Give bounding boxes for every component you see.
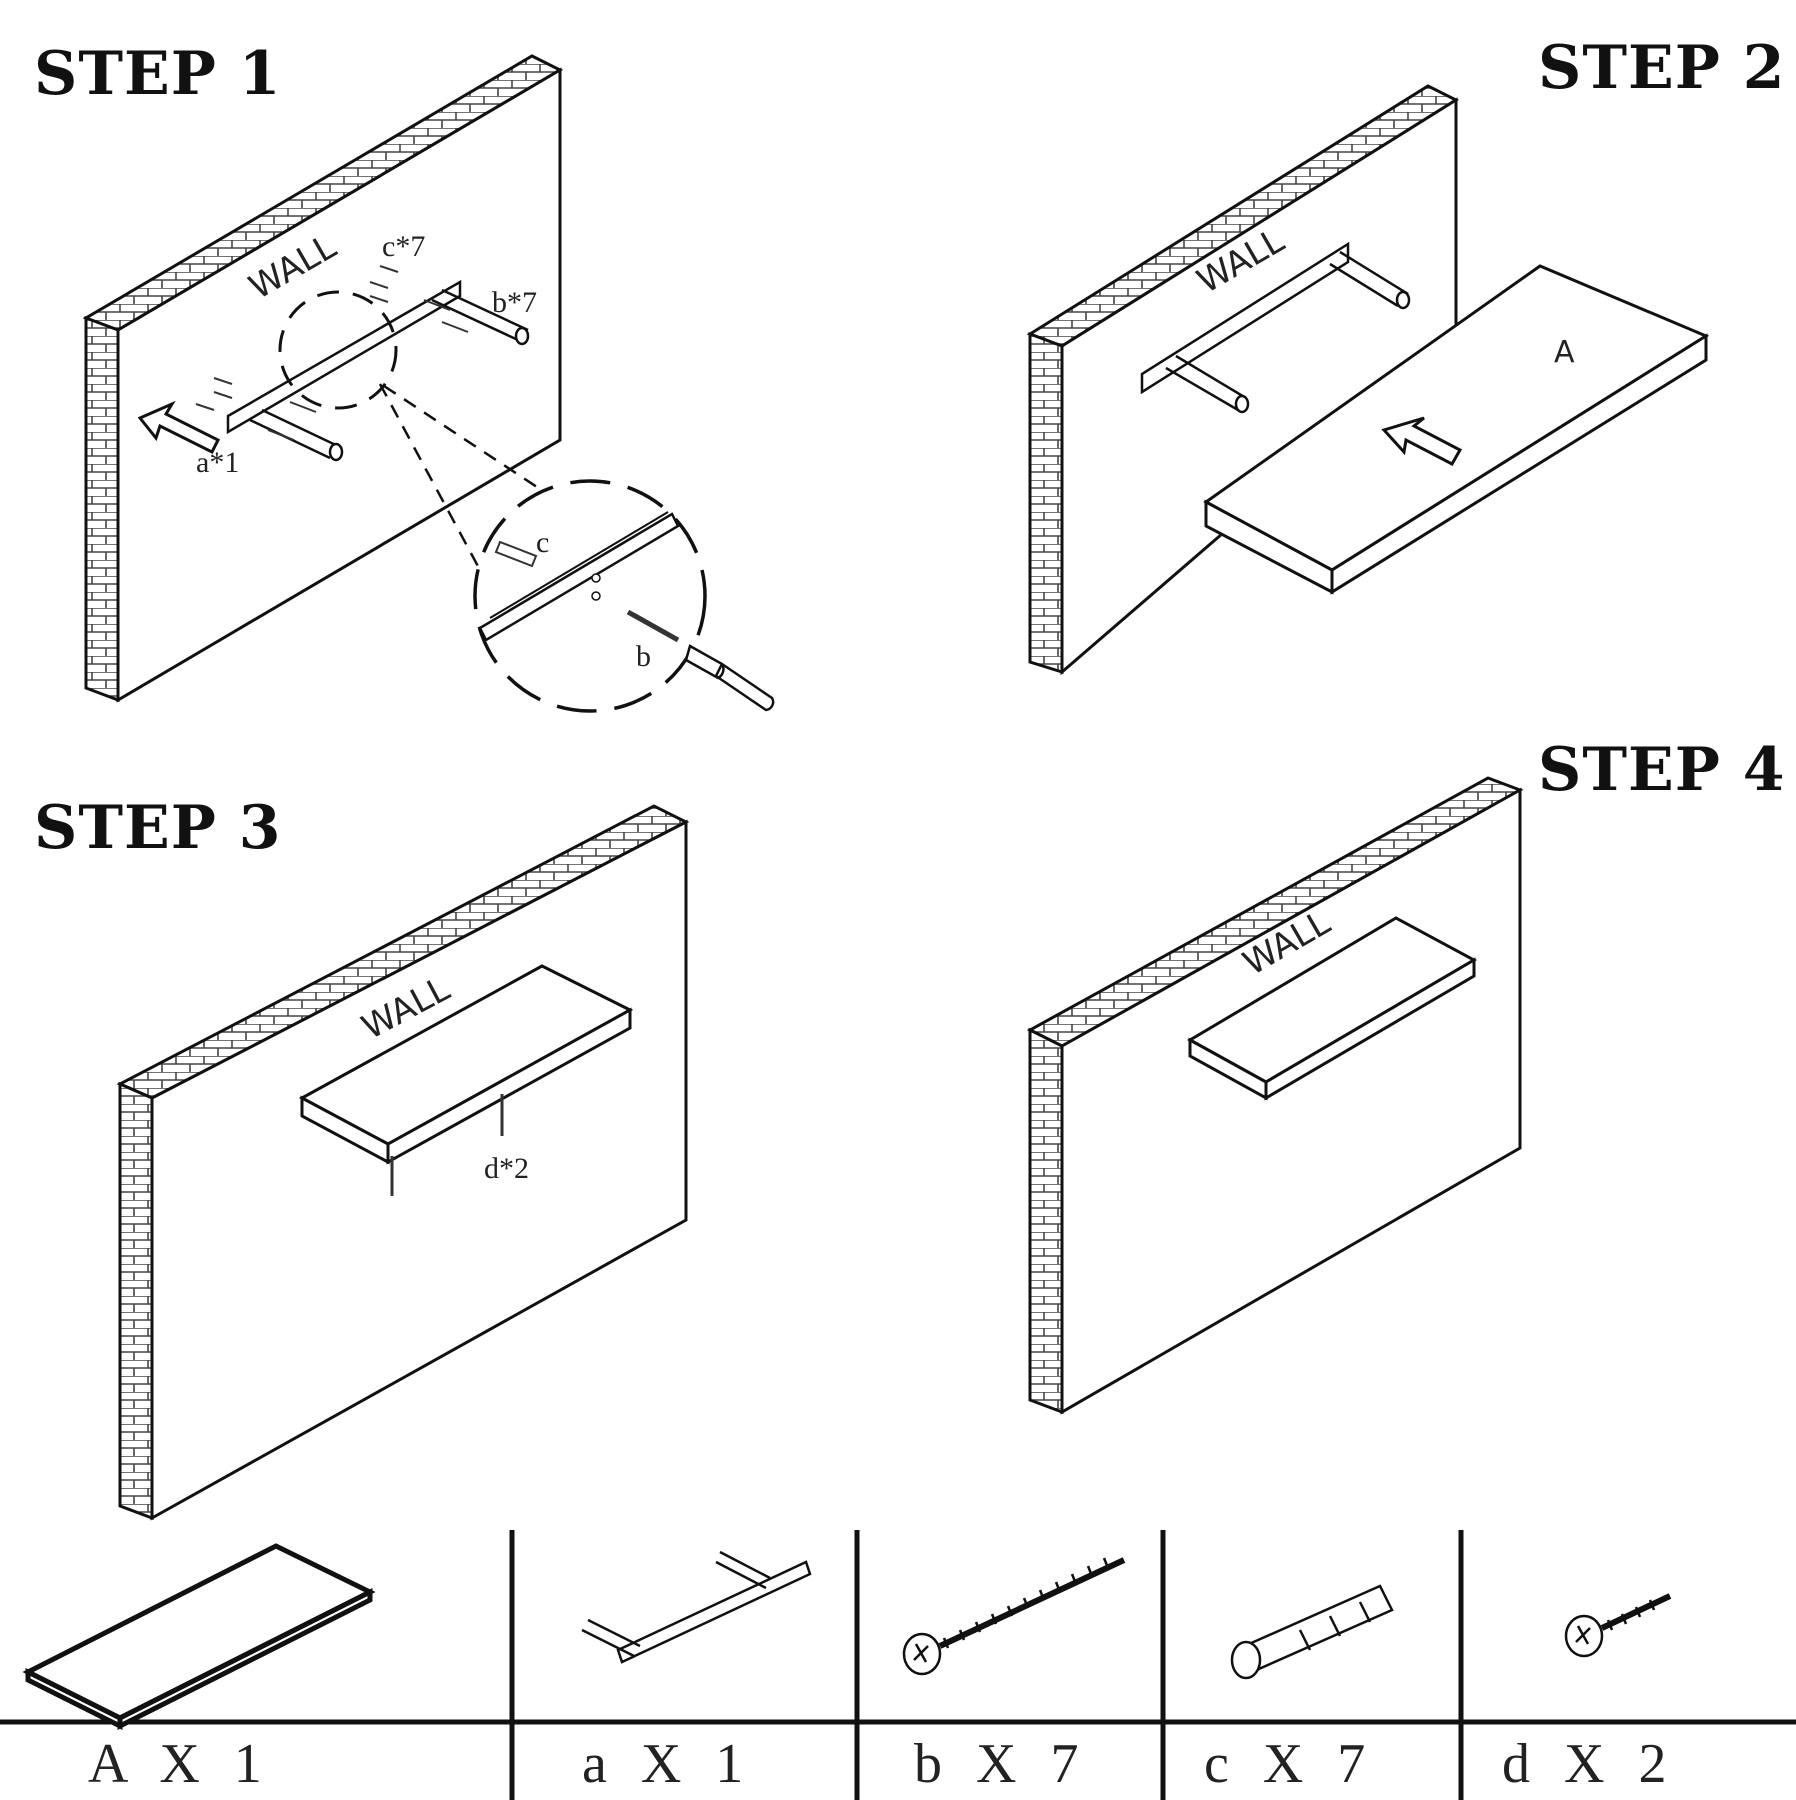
part-bracket-label: a X 1	[582, 1733, 754, 1795]
step1-detail-label-b: b	[636, 640, 651, 673]
step2-bracket	[1140, 241, 1411, 414]
part-short-screw-label: d X 2	[1502, 1733, 1677, 1795]
step1-zoom-line-1	[378, 383, 482, 571]
step4-wall	[1026, 776, 1524, 1415]
part-bracket-icon	[581, 1550, 812, 1664]
step1-wall	[82, 54, 564, 703]
part-board-icon	[22, 1543, 376, 1731]
step2-title: STEP 2	[1538, 33, 1786, 103]
step1-zoom-circle	[278, 290, 398, 410]
step3-screw-label: d*2	[484, 1152, 529, 1185]
step2-shelf-label: A	[1554, 335, 1575, 370]
step4-title: STEP 4	[1538, 735, 1786, 805]
step1-title: STEP 1	[34, 39, 282, 109]
step1-arrow-icon	[137, 400, 221, 455]
parts-grid	[0, 1530, 1796, 1800]
step3-wall	[116, 804, 690, 1521]
part-board-label: A X 1	[88, 1733, 272, 1795]
step3-title: STEP 3	[34, 793, 282, 863]
step1-zoom-line-2	[383, 384, 597, 528]
step1-bracket	[226, 279, 530, 462]
step2-wall	[1026, 84, 1460, 676]
step2-arrow-icon	[1381, 416, 1463, 466]
step2-shelf	[1203, 264, 1710, 595]
step1-label-c: c*7	[382, 230, 425, 263]
part-screw-icon	[902, 1557, 1126, 1676]
part-screw-label: b X 7	[914, 1733, 1089, 1795]
step4-shelf	[1186, 916, 1478, 1101]
step1-detail	[473, 479, 775, 713]
part-anchor-label: c X 7	[1204, 1733, 1376, 1795]
step1-label-b: b*7	[492, 286, 537, 319]
step3-screws	[390, 1094, 504, 1196]
part-anchor-icon	[1230, 1584, 1394, 1680]
step1-anchors	[195, 265, 469, 441]
step1-detail-label-c: c	[536, 526, 549, 559]
step1-label-a: a*1	[196, 446, 239, 479]
step3-shelf	[298, 964, 634, 1165]
part-short-screw-icon	[1564, 1593, 1672, 1658]
